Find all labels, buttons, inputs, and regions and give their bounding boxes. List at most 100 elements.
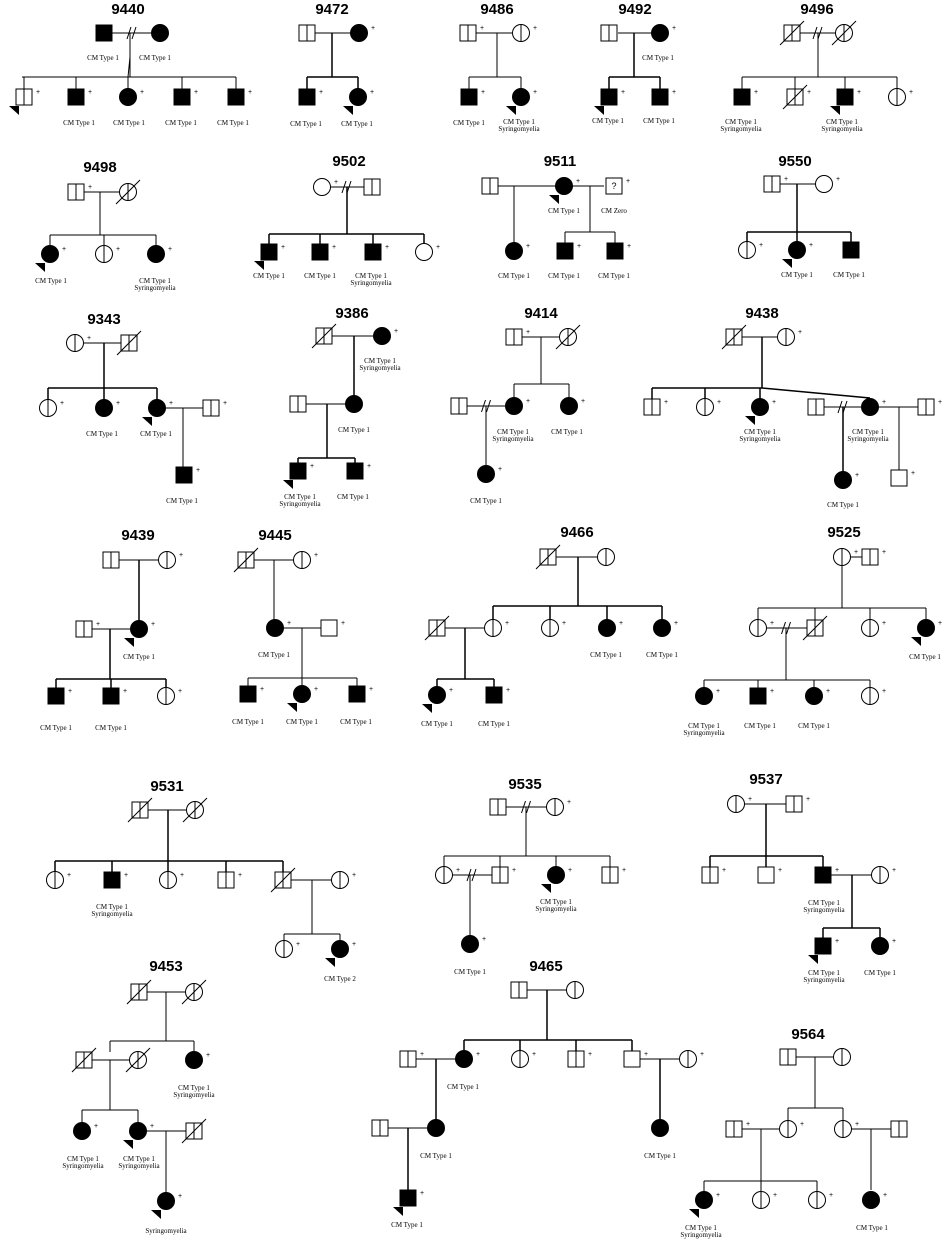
affected-female [350,24,368,42]
phenotype-label: CM Type 1 [364,357,396,365]
plus-mark: + [116,246,120,253]
plus-mark: + [369,686,373,693]
affected-male [173,88,191,106]
phenotype-label: CM Type 1 [140,430,172,438]
pedigree-line [127,56,131,78]
plus-mark: + [178,688,182,695]
phenotype-label: Syringomyelia [350,279,392,287]
affected-male [289,462,307,480]
family-id: 9564 [791,1026,825,1043]
plus-mark: + [588,1051,592,1058]
plus-mark: + [883,1192,887,1199]
family-id: 9343 [87,311,120,328]
plus-mark: + [526,398,530,405]
phenotype-label: Syringomyelia [683,729,725,737]
pedigree-line [424,615,450,641]
phenotype-label: CM Type 1 [598,272,630,280]
plus-mark: + [310,463,314,470]
unknown-mark: ? [611,181,616,191]
plus-mark: + [36,89,40,96]
plus-mark: + [68,688,72,695]
plus-mark: + [800,1121,804,1128]
plus-mark: + [770,620,774,627]
plus-mark: + [829,1192,833,1199]
pedigree-line [721,324,747,350]
pedigree-line [782,84,808,110]
phenotype-label: Syringomyelia [492,435,534,443]
plus-mark: + [352,872,356,879]
family-id: 9525 [827,524,860,541]
plus-mark: + [67,872,71,879]
affected-male [814,937,832,955]
affected-male [348,685,366,703]
affected-female [505,242,523,260]
pedigree-line [481,399,486,413]
pedigree-line [126,26,132,40]
phenotype-label: CM Type 1 [781,271,813,279]
proband-arrow [35,263,45,272]
unaffected-male [320,619,338,637]
plus-mark: + [909,89,913,96]
pedigree-line [761,387,871,399]
plus-mark: + [150,1123,154,1130]
plus-mark: + [94,1123,98,1130]
plus-mark: + [341,620,345,627]
plus-mark: + [420,1190,424,1197]
affected-male [651,88,669,106]
family-id: 9453 [149,958,182,975]
affected-female [119,88,137,106]
family-id: 9414 [524,305,558,322]
pedigree-line [812,26,818,40]
affected-male [102,687,120,705]
plus-mark: + [62,246,66,253]
plus-mark: + [526,329,530,336]
plus-mark: + [855,1121,859,1128]
affected-female [651,24,669,42]
plus-mark: + [196,467,200,474]
phenotype-label: CM Type 1 [827,501,859,509]
affected-female [505,397,523,415]
phenotype-label: CM Type 1 [540,898,572,906]
plus-mark: + [533,89,537,96]
phenotype-label: CM Type 1 [341,120,373,128]
plus-mark: + [314,686,318,693]
plus-mark: + [882,688,886,695]
unaffected-female [415,243,433,261]
phenotype-label: CM Zero [601,207,627,215]
plus-mark: + [674,620,678,627]
proband-arrow [782,259,792,268]
plus-mark: + [96,621,100,628]
affected-male [399,1189,417,1207]
phenotype-label: CM Type 1 [454,968,486,976]
pedigree-line [311,323,337,349]
plus-mark: + [476,1051,480,1058]
phenotype-label: Syringomyelia [279,500,321,508]
phenotype-label: CM Type 1 [391,1221,423,1229]
plus-mark: + [352,941,356,948]
affected-female [428,686,446,704]
plus-mark: + [88,184,92,191]
plus-mark: + [644,1051,648,1058]
family-id: 9511 [544,153,577,170]
plus-mark: + [778,867,782,874]
phenotype-label: CM Type 1 [478,720,510,728]
proband-arrow [745,416,755,425]
plus-mark: + [178,1193,182,1200]
plus-mark: + [892,938,896,945]
family-id: 9531 [150,778,183,795]
plus-mark: + [754,89,758,96]
plus-mark: + [672,89,676,96]
phenotype-label: CM Type 1 [725,118,757,126]
plus-mark: + [116,400,120,407]
unaffected-male [605,177,623,195]
family-id: 9439 [121,527,154,544]
affected-female [861,398,879,416]
pedigree-line [535,544,561,570]
plus-mark: + [826,688,830,695]
plus-mark: + [716,1192,720,1199]
affected-male [311,243,329,261]
